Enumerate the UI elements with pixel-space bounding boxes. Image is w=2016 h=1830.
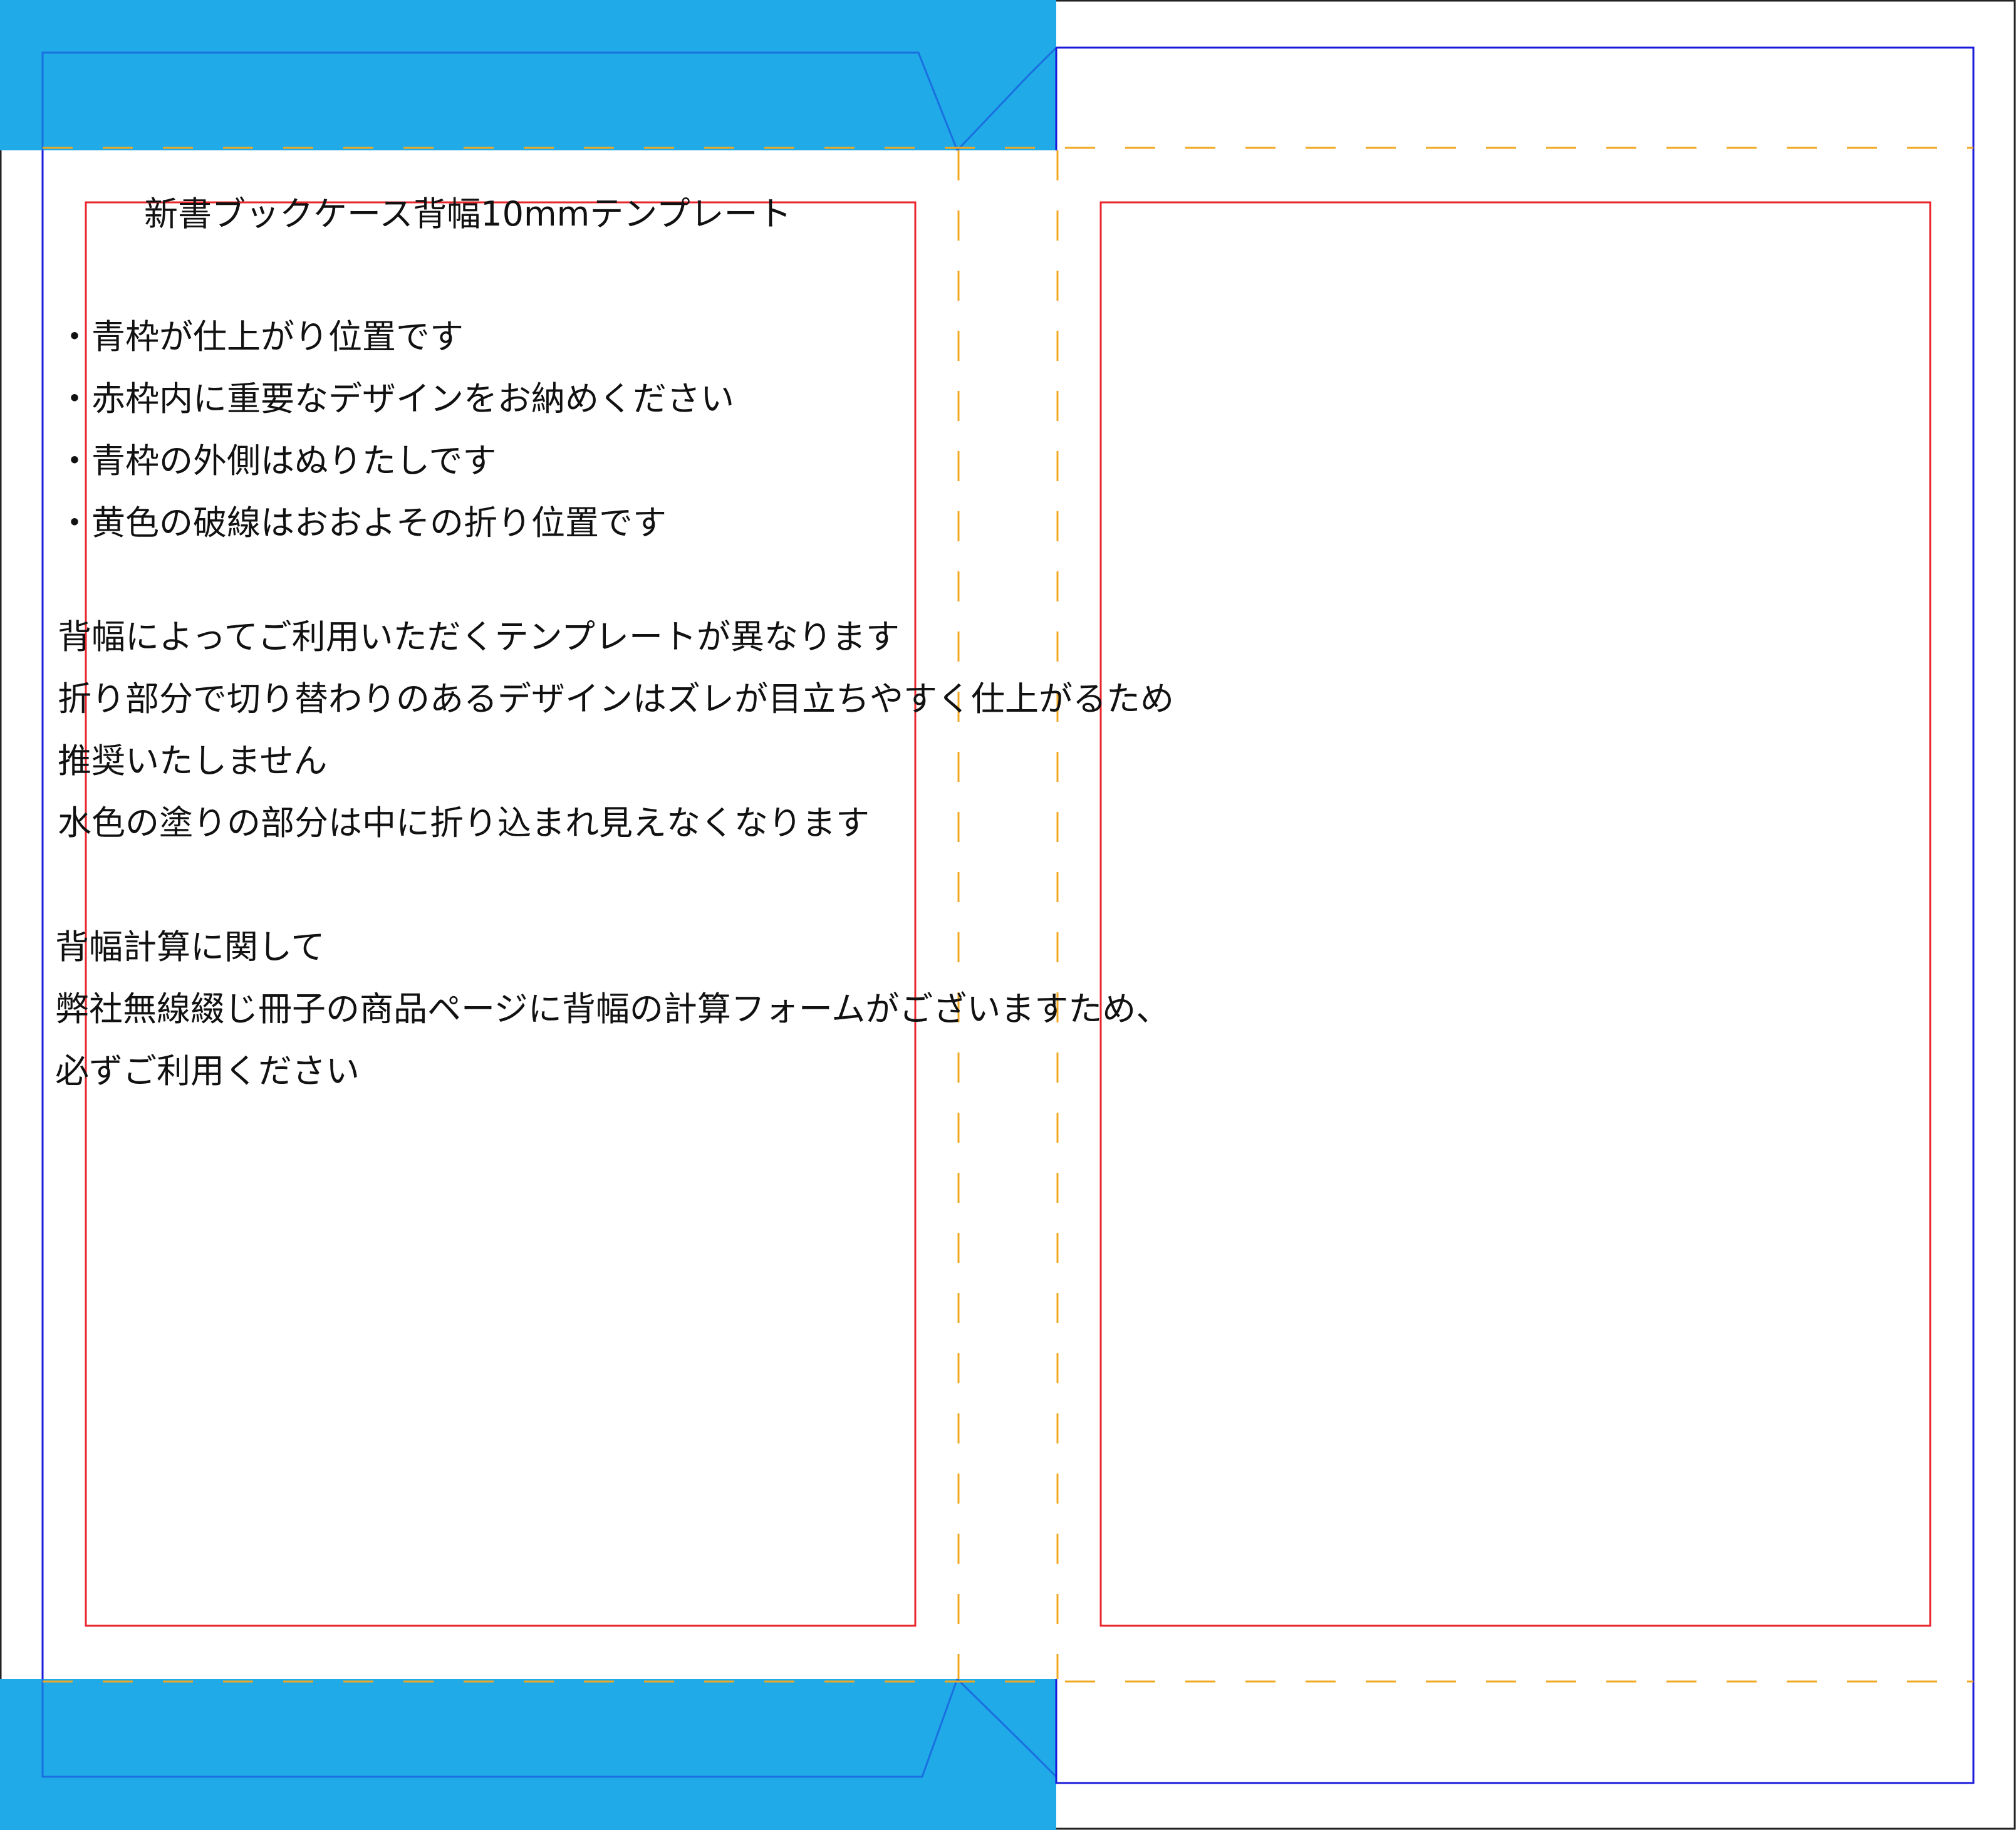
note-line: 水色の塗りの部分は中に折り込まれ見えなくなります [58, 803, 870, 843]
calc-line: 弊社無線綴じ冊子の商品ページに背幅の計算フォームがございますため、 [55, 989, 1170, 1029]
bottom-flap-fill [0, 1679, 1056, 1830]
top-flap-fill [0, 0, 1056, 150]
top-flap-diagonal [956, 46, 1057, 152]
bullet-item: ・黄色の破線はおおよその折り位置です [58, 503, 667, 543]
bullet-item: ・青枠の外側はぬりたしです [58, 441, 496, 481]
bottom-flap-diagonal [956, 1678, 1057, 1778]
note-line: 背幅によってご利用いただくテンプレートが異なります [58, 617, 900, 657]
template-title: 新書ブックケース背幅10mmテンプレート [144, 194, 792, 234]
safe-area-front [1099, 201, 1931, 1627]
note-line: 折り部分で切り替わりのあるデザインはズレが目立ちやすく仕上がるため [58, 679, 1174, 719]
calc-heading: 背幅計算に関して [55, 927, 325, 967]
trim-line-right-panel [1055, 46, 1975, 1784]
calc-line: 必ずご利用ください [55, 1051, 360, 1091]
bottom-flap-outline [41, 1678, 959, 1778]
note-line: 推奨いたしません [58, 741, 327, 781]
bullet-item: ・青枠が仕上がり位置です [58, 317, 464, 356]
top-flap-outline [41, 51, 959, 151]
bullet-item: ・赤枠内に重要なデザインをお納めください [58, 379, 734, 419]
safe-area-back [85, 201, 917, 1627]
